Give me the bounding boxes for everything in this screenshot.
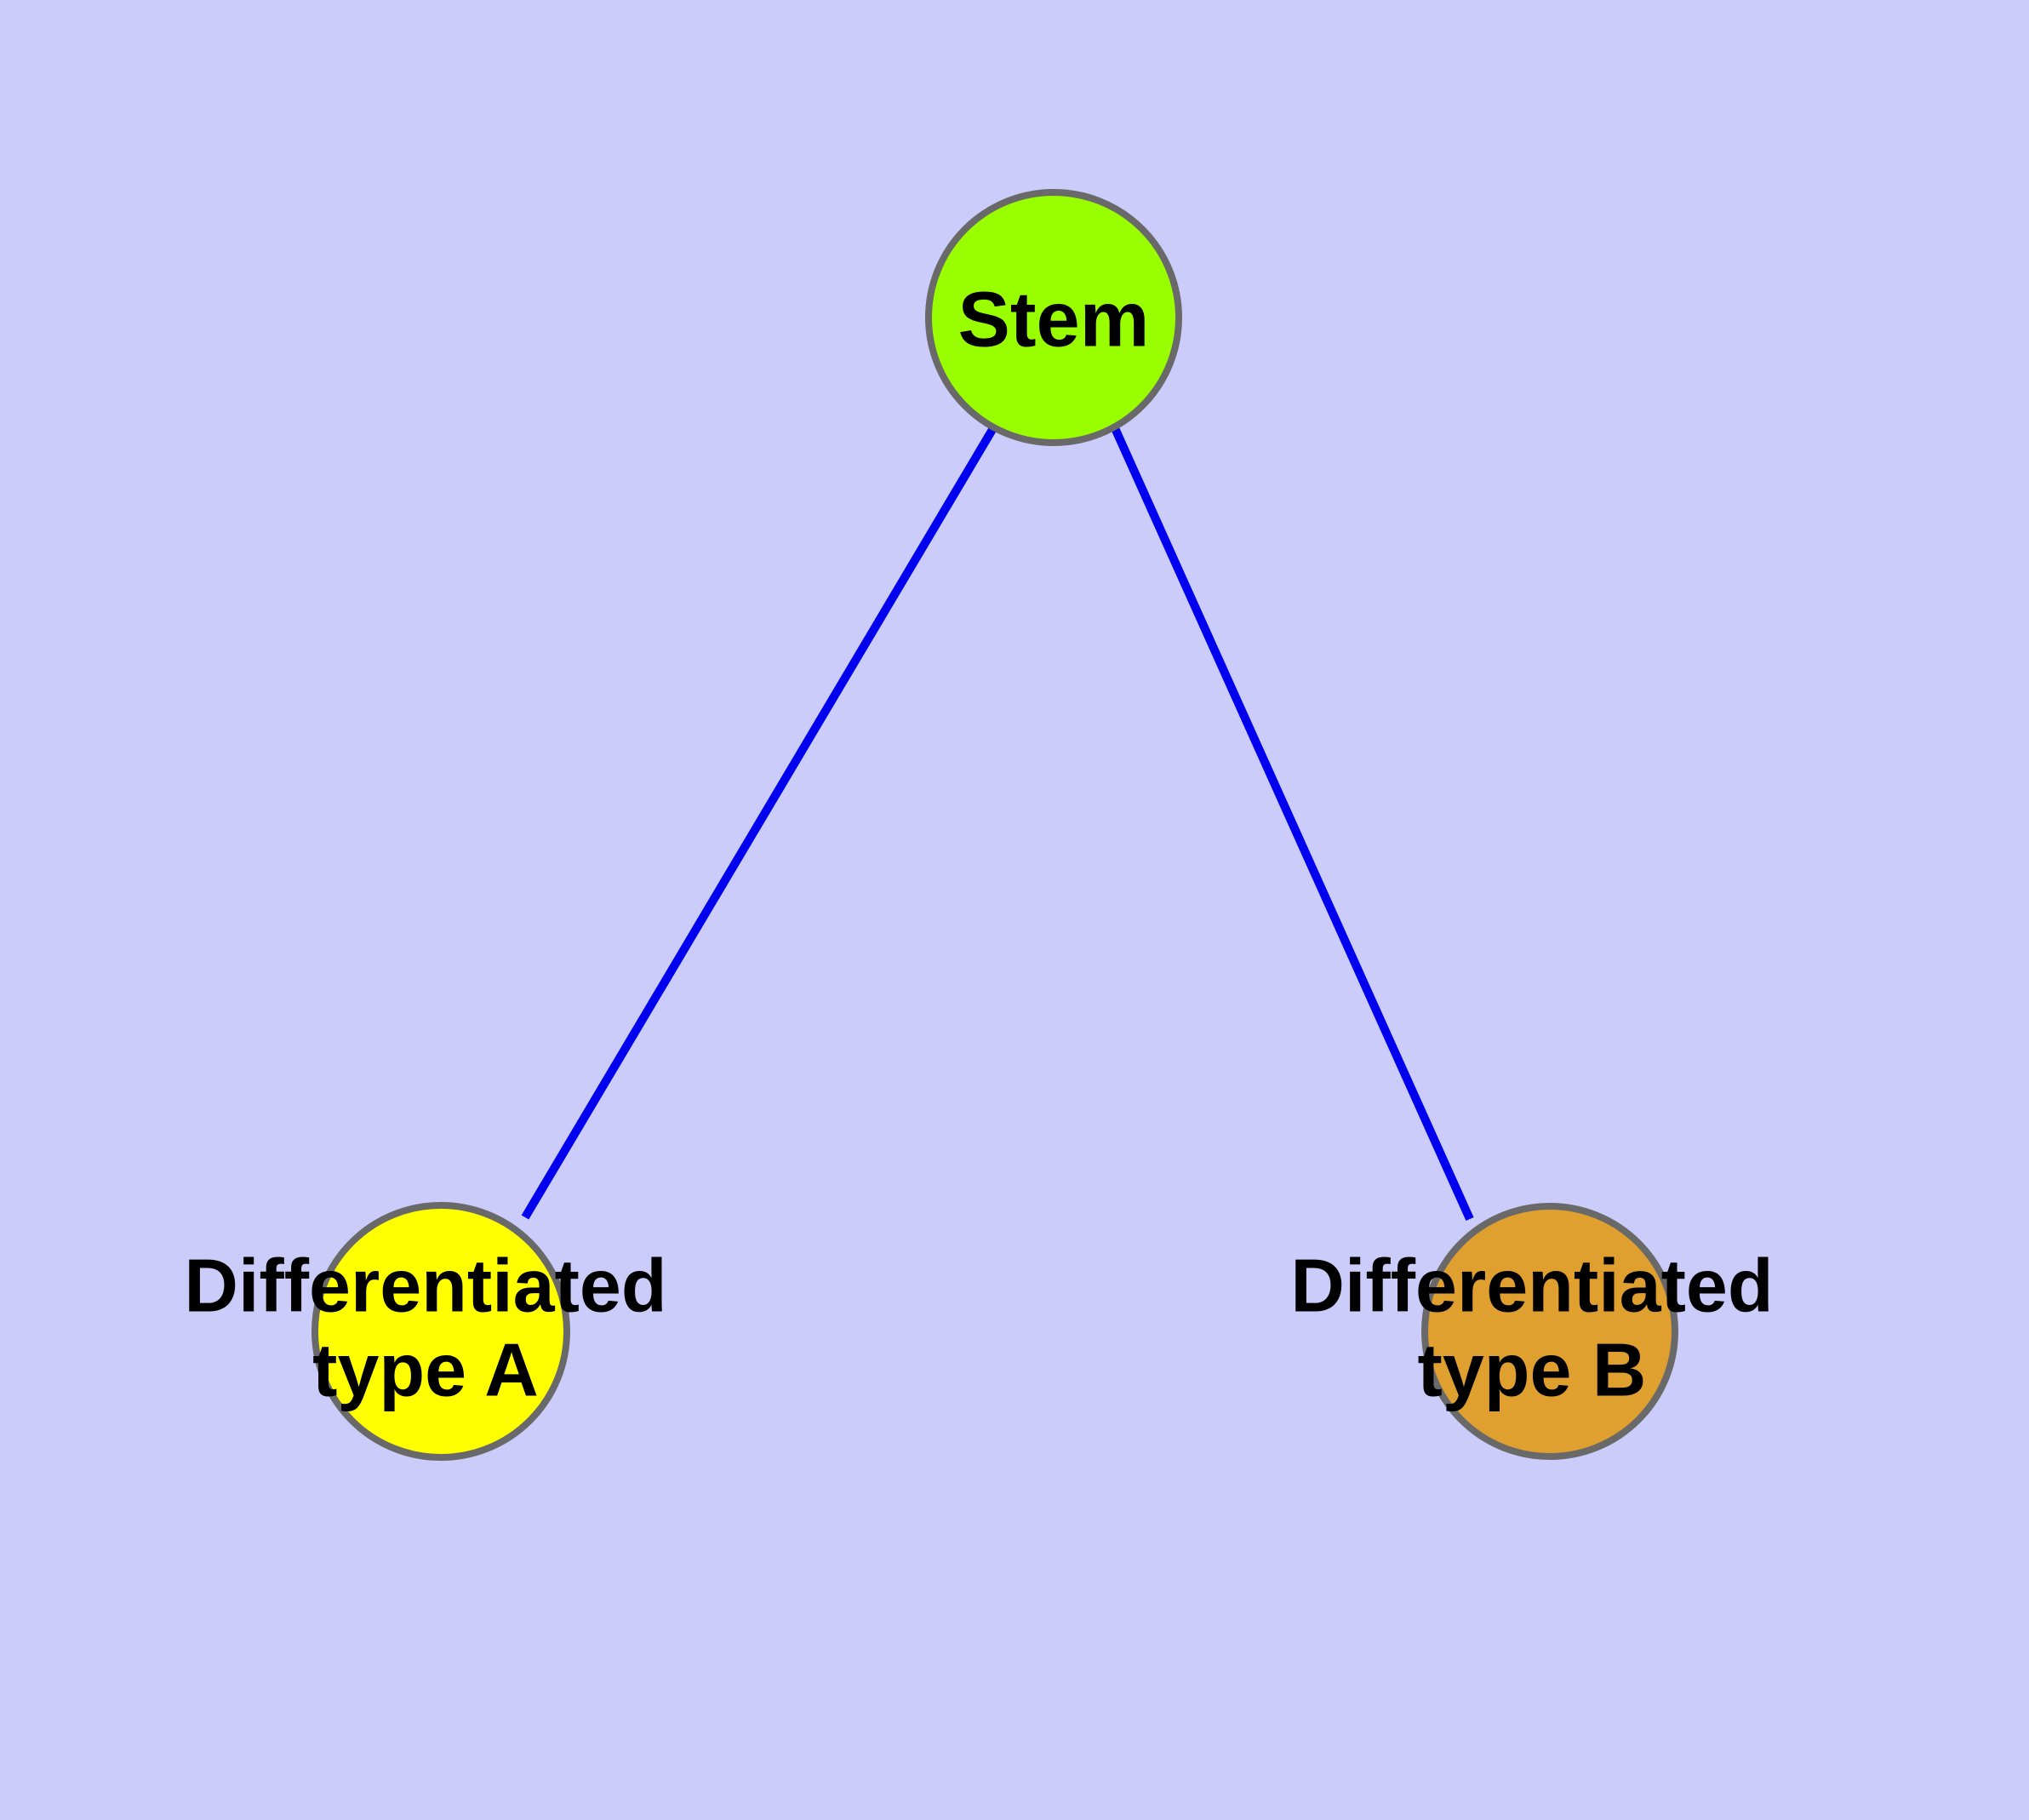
edge-stem-to-differentiated-type-a <box>521 426 997 1220</box>
node-differentiated-type-a[interactable] <box>311 1202 570 1461</box>
edge-layer <box>521 426 1474 1222</box>
edge-stem-to-differentiated-type-b <box>1111 426 1474 1222</box>
node-stem[interactable] <box>925 189 1182 446</box>
node-differentiated-type-b[interactable] <box>1421 1203 1678 1460</box>
node-layer <box>311 189 1678 1461</box>
